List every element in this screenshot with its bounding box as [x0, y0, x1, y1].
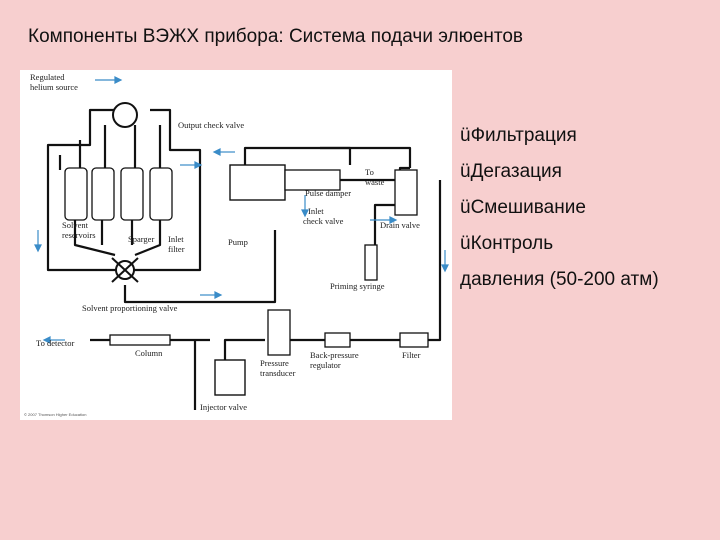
solvent-line — [134, 220, 162, 257]
label-back-pressure-1: Back-pressure — [310, 350, 359, 360]
solvent-reservoirs — [64, 167, 173, 221]
bullet-list: üФильтрация üДегазация üСмешивание üКонт… — [460, 118, 659, 298]
pulse-damper — [284, 169, 341, 191]
label-pressure-1: Pressure — [260, 358, 289, 368]
label-helium-1: Regulated — [30, 72, 65, 82]
label-drain-valve: Drain valve — [380, 220, 420, 230]
flow-arrows — [34, 76, 449, 344]
pump-output-line — [243, 146, 352, 165]
label-pulse-damper: Pulse damper — [305, 188, 351, 198]
pump-output-line — [320, 146, 412, 168]
label-back-pressure-2: regulator — [310, 360, 341, 370]
label-proportioning-valve: Solvent proportioning valve — [82, 303, 178, 313]
bullet-item: üСмешивание — [460, 197, 586, 218]
bullet-item: üДегазация — [460, 161, 562, 182]
slide-title: Компоненты ВЭЖХ прибора: Система подачи … — [28, 26, 524, 47]
label-column: Column — [135, 348, 163, 358]
helium-regulator — [112, 102, 138, 128]
label-inlet-filter-2: filter — [168, 244, 185, 254]
label-output-check-valve: Output check valve — [178, 120, 244, 130]
label-solvent-res-1: Solvent — [62, 220, 89, 230]
label-helium-2: helium source — [30, 82, 78, 92]
label-sparger: Sparger — [128, 234, 154, 244]
label-to-waste-1: To — [365, 167, 374, 177]
label-priming-syringe: Priming syringe — [330, 281, 385, 291]
pressure-transducer — [267, 309, 291, 356]
label-to-waste-2: waste — [365, 177, 385, 187]
label-pump: Pump — [228, 237, 248, 247]
filter — [399, 332, 429, 348]
label-filter: Filter — [402, 350, 421, 360]
label-inlet-filter-1: Inlet — [168, 234, 184, 244]
label-pressure-2: transducer — [260, 368, 296, 378]
proportioning-valve — [111, 257, 139, 283]
hplc-schematic: Regulated helium source Output check val… — [24, 72, 449, 417]
bullet-item: üКонтроль — [460, 233, 554, 254]
column — [109, 334, 171, 346]
label-injector-valve: Injector valve — [200, 402, 247, 412]
back-pressure-regulator — [324, 332, 351, 348]
label-inlet-check-1: Inlet — [308, 206, 324, 216]
pump — [229, 164, 286, 201]
solvent-line — [123, 230, 277, 304]
injector-valve — [214, 359, 246, 396]
main-line — [223, 338, 265, 365]
drain-valve — [394, 169, 418, 216]
priming-syringe — [364, 244, 378, 281]
bullet-item: давления (50-200 атм) — [460, 269, 659, 290]
label-inlet-check-2: check valve — [303, 216, 344, 226]
label-solvent-res-2: reservoirs — [62, 230, 96, 240]
label-copyright: © 2007 Thomson Higher Education — [24, 412, 86, 417]
label-to-detector: To detector — [36, 338, 75, 348]
bullet-item: üФильтрация — [460, 125, 577, 146]
solvent-line — [73, 220, 116, 257]
hplc-diagram: Regulated helium source Output check val… — [20, 70, 452, 420]
